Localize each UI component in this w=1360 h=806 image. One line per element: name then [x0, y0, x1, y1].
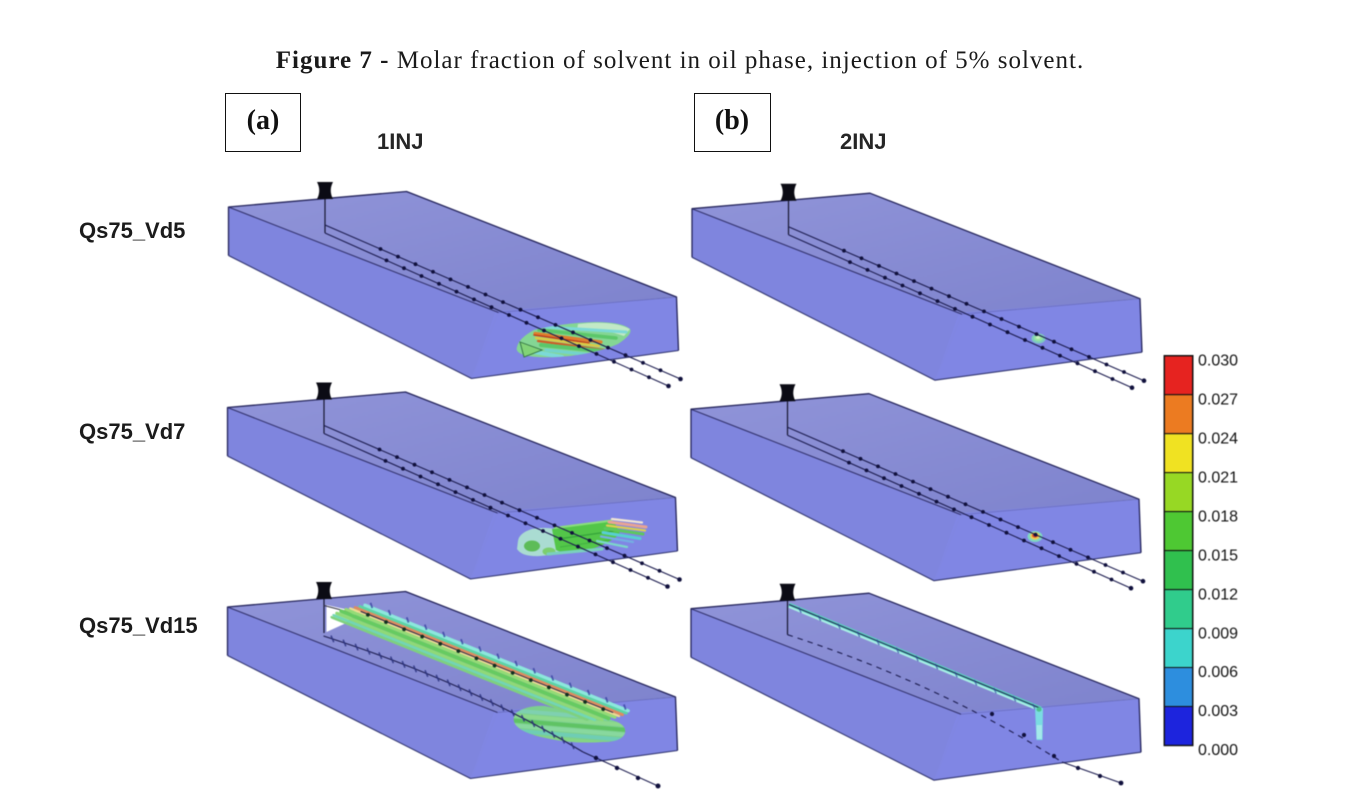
svg-text:0.018: 0.018	[1198, 508, 1238, 525]
svg-text:0.024: 0.024	[1198, 430, 1238, 447]
svg-text:0.003: 0.003	[1198, 703, 1238, 720]
svg-text:0.021: 0.021	[1198, 469, 1238, 486]
svg-text:0.015: 0.015	[1198, 547, 1238, 564]
svg-text:0.030: 0.030	[1198, 352, 1238, 369]
svg-text:0.009: 0.009	[1198, 625, 1238, 642]
svg-text:0.000: 0.000	[1198, 742, 1238, 759]
svg-text:0.027: 0.027	[1198, 391, 1238, 408]
svg-text:0.012: 0.012	[1198, 586, 1238, 603]
svg-text:0.006: 0.006	[1198, 664, 1238, 681]
